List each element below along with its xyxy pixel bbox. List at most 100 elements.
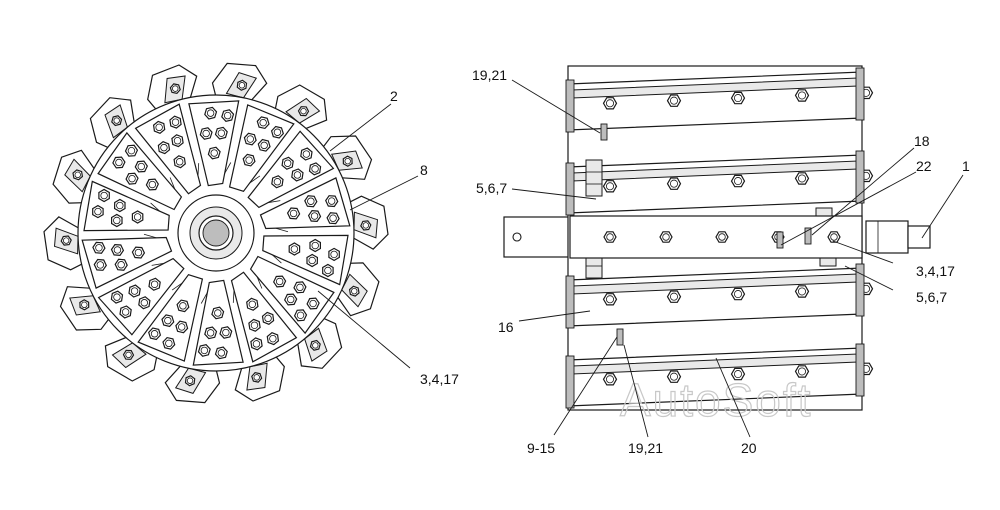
bolt-head	[98, 188, 110, 203]
bolt-head	[325, 195, 339, 208]
rotor-side-view	[503, 65, 931, 411]
row-end-left	[565, 162, 575, 216]
bolt-head	[342, 155, 353, 167]
knife-row	[565, 263, 874, 329]
bolt-head	[328, 247, 340, 262]
bolt-head	[256, 116, 270, 130]
callout-1: 1	[962, 158, 970, 174]
bolt-head	[175, 320, 189, 334]
bolt-head	[730, 367, 746, 381]
knife-row	[565, 343, 874, 409]
knife-rows	[565, 65, 874, 411]
bolt-head	[161, 314, 175, 328]
bolt-head	[281, 156, 294, 170]
row-end-right	[855, 150, 865, 204]
bolt-head	[152, 120, 166, 134]
sector-plate	[247, 130, 335, 209]
knife-row	[565, 67, 874, 133]
bolt-head	[251, 371, 263, 383]
bolt-head	[110, 290, 124, 304]
plate-edge	[256, 276, 263, 289]
bolt-head	[270, 125, 284, 139]
callout-5-6-7-left: 5,6,7	[476, 180, 507, 196]
bolt-head	[297, 106, 310, 117]
row-end-right	[855, 67, 865, 121]
bolt-head	[666, 94, 682, 107]
bolt-head	[204, 326, 218, 340]
bolt-head	[131, 210, 144, 224]
callout-8: 8	[420, 162, 428, 178]
plate-edge	[200, 292, 208, 304]
callout-9-15: 9-15	[527, 440, 555, 456]
bolt-head	[199, 127, 213, 140]
callout-18: 18	[914, 133, 930, 149]
pin	[600, 123, 608, 141]
callout-3-4-17-left: 3,4,17	[420, 371, 459, 387]
sector-plate	[188, 100, 240, 187]
bolt-head	[293, 309, 308, 322]
hub-shaft	[202, 219, 230, 247]
knife-row	[565, 150, 874, 216]
bolt-head	[602, 373, 618, 386]
callout-5-6-7-right: 5,6,7	[916, 289, 947, 305]
plate-edge	[150, 202, 161, 212]
bolt-head	[250, 337, 263, 351]
bolt-head	[246, 297, 259, 311]
bolt-head	[112, 156, 126, 169]
bolt-head	[603, 231, 617, 243]
bolt-head	[794, 172, 810, 185]
bolt-head	[111, 115, 123, 127]
sector-plate	[81, 236, 173, 289]
shaft-hole	[512, 232, 522, 242]
bolt-head	[273, 275, 287, 288]
plate-edge	[143, 233, 157, 239]
bolt-head	[148, 277, 161, 291]
bolt-head	[271, 175, 284, 189]
callout-3-4-17-right: 3,4,17	[916, 263, 955, 279]
bolt-head	[176, 299, 190, 313]
bolt-head	[309, 339, 321, 351]
bolt-head	[322, 263, 334, 278]
bolt-head	[124, 144, 139, 157]
bolt-head	[110, 243, 125, 257]
bolt-head	[666, 290, 682, 303]
callout-19-21-top: 19,21	[472, 67, 507, 83]
callout-20: 20	[741, 440, 757, 456]
bolt-head	[72, 169, 84, 181]
bolt-head	[138, 296, 151, 310]
bolt-head	[242, 153, 256, 167]
plate-edge	[197, 163, 200, 176]
bolt-head	[114, 258, 128, 271]
bolt-head	[134, 160, 148, 173]
bolt-head	[602, 293, 618, 306]
shaft-end	[907, 225, 931, 249]
plate-edge	[224, 162, 232, 174]
bolt-head	[110, 213, 123, 228]
bolt-head	[360, 220, 372, 231]
bolt-head	[794, 89, 810, 102]
bolt-head	[308, 162, 322, 176]
plate-edge	[232, 290, 235, 303]
watermark: AutoSoft	[620, 374, 812, 426]
bolt-head	[827, 231, 841, 243]
row-end-right	[855, 343, 865, 397]
callout-19-21-bottom: 19,21	[628, 440, 663, 456]
bolt-head	[243, 132, 257, 146]
bolt-head	[211, 306, 225, 320]
row-end-left	[565, 79, 575, 133]
row-end-right	[855, 263, 865, 317]
bolt-head	[666, 177, 682, 190]
plate-edge	[249, 175, 261, 184]
bolt-head	[293, 281, 307, 294]
plate-edge	[151, 262, 165, 266]
bolt-head	[291, 168, 304, 182]
bolt-head	[257, 138, 271, 152]
bolt-head	[92, 204, 104, 219]
plate-edge	[271, 254, 282, 264]
plate-edge	[169, 177, 176, 190]
bolt-head	[304, 195, 318, 208]
bolt-head	[221, 109, 235, 122]
bolt-head	[93, 258, 107, 271]
plate-edge	[267, 200, 281, 204]
